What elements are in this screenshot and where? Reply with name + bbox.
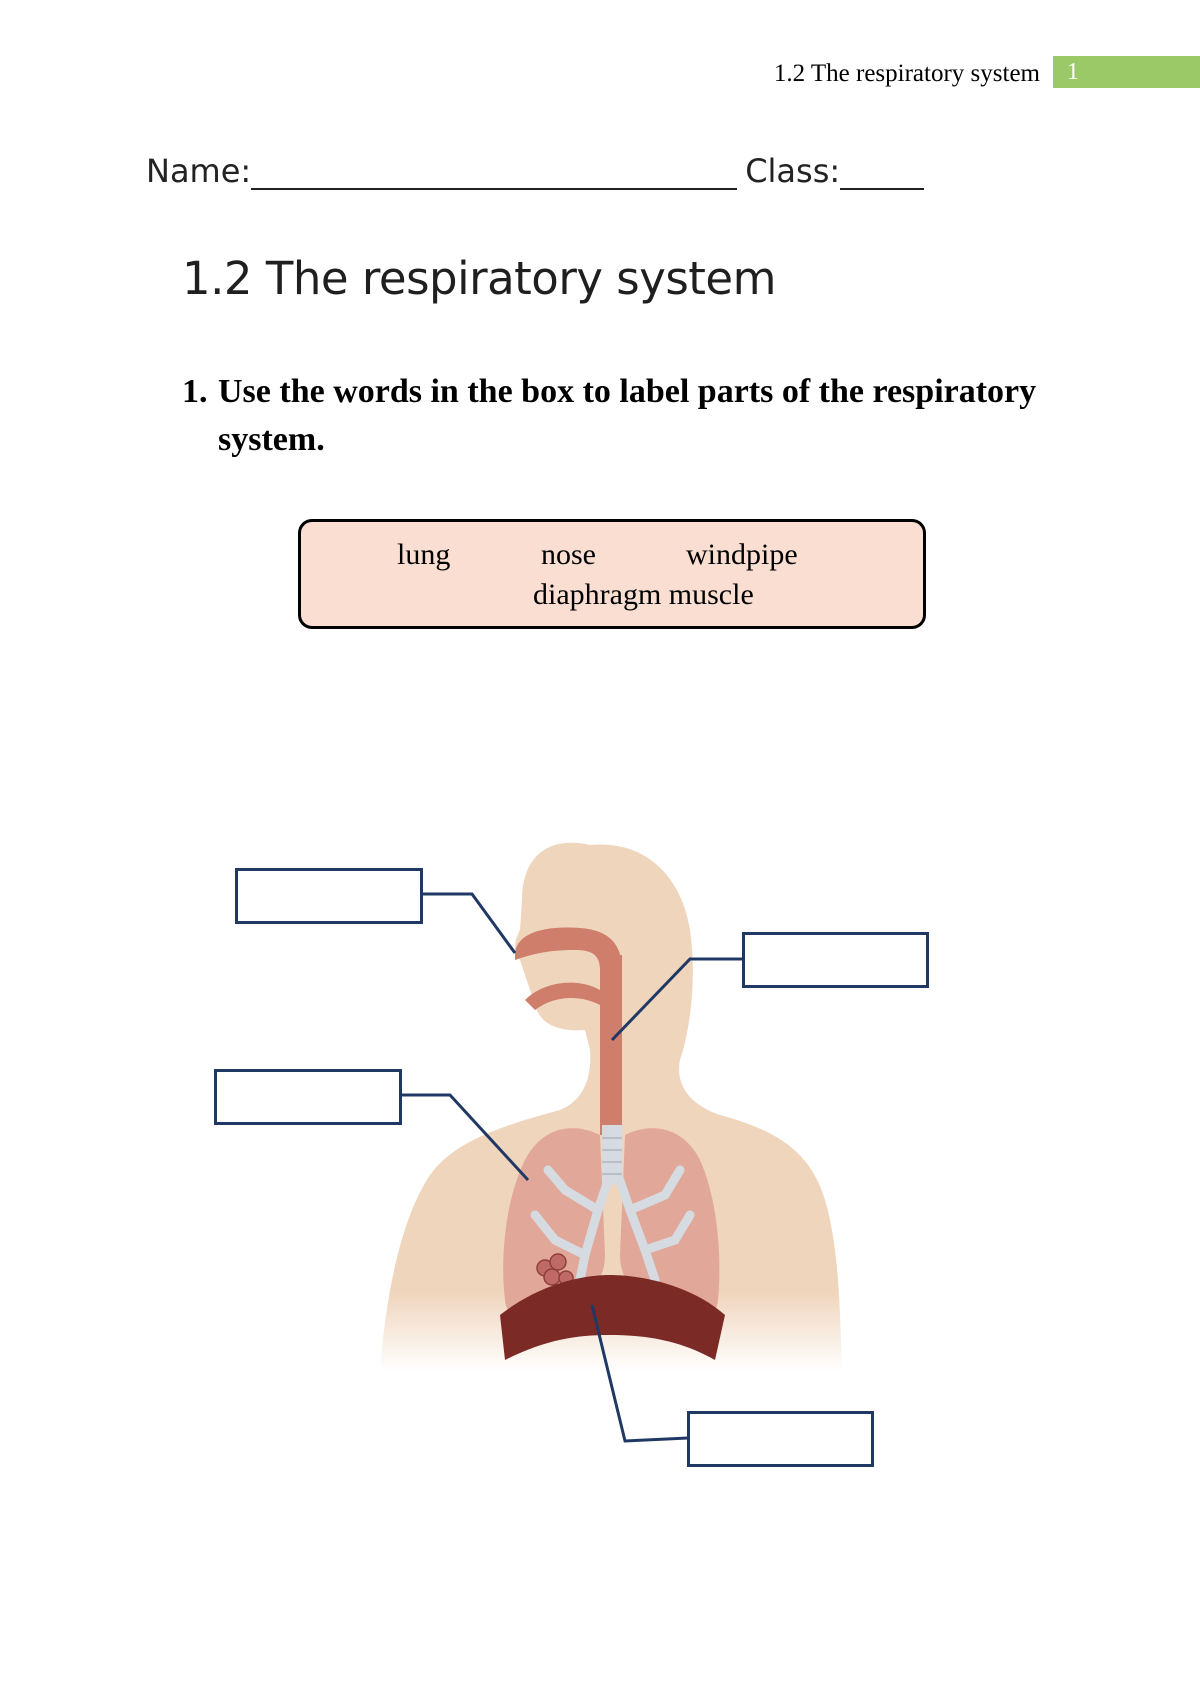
windpipe-leader-line (610, 957, 743, 1042)
word-lung: lung (397, 538, 451, 571)
windpipe-label-box[interactable] (742, 932, 929, 988)
name-class-line: Name: Class: (146, 152, 925, 190)
question-number: 1. (182, 373, 208, 410)
leader-lines (402, 892, 743, 1443)
word-windpipe: windpipe (686, 538, 798, 571)
windpipe (600, 955, 622, 1185)
bronchi (530, 1165, 695, 1295)
question-text: Use the words in the box to label parts … (218, 373, 1037, 458)
diaphragm-leader-line (590, 1304, 689, 1443)
name-label: Name: (146, 152, 252, 190)
name-blank[interactable] (251, 152, 738, 190)
nose-leader-line (422, 892, 517, 954)
class-label: Class: (745, 152, 841, 190)
nose-label-box[interactable] (235, 868, 423, 924)
right-lung (620, 1128, 720, 1319)
class-blank[interactable] (840, 152, 925, 190)
running-header-title: 1.2 The respiratory system (773, 60, 1040, 87)
page-number-badge: 1 (1053, 56, 1200, 88)
word-diaphragm-muscle: diaphragm muscle (533, 578, 754, 611)
oral-airway (525, 982, 600, 1010)
word-box: lung nose windpipe diaphragm muscle (298, 519, 926, 629)
lung-label-box[interactable] (214, 1069, 402, 1125)
page-title: 1.2 The respiratory system (182, 252, 776, 305)
nasal-cavity (515, 927, 622, 970)
nasal-airway (515, 927, 622, 1010)
windpipe-tube (600, 955, 622, 1135)
lung-leader-line (402, 1093, 530, 1182)
question-1: 1. Use the words in the box to label par… (182, 368, 1082, 464)
diaphragm-label-box[interactable] (687, 1411, 874, 1467)
trachea-rings (602, 1125, 622, 1185)
diaphragm-muscle (500, 1275, 725, 1360)
word-nose: nose (541, 538, 596, 571)
alveoli-cluster (536, 1253, 574, 1286)
